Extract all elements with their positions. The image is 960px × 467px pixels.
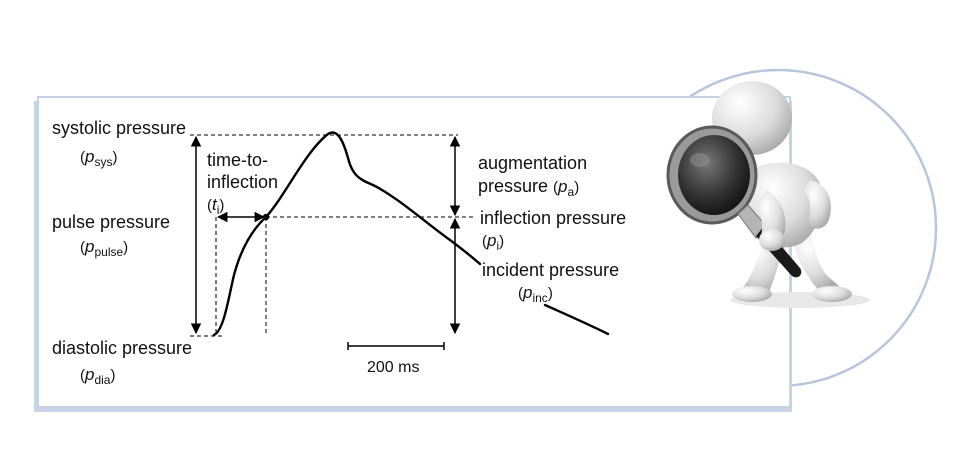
scale-bar-label: 200 ms: [367, 359, 419, 376]
systolic-pressure-symbol: (psys): [80, 147, 117, 169]
pulse-pressure-symbol: (ppulse): [80, 237, 128, 259]
person-with-magnifying-glass-icon: [666, 81, 870, 308]
inflection-point: [262, 213, 270, 221]
frame: [37, 96, 791, 408]
pressure-waveform-tail: [543, 303, 610, 336]
systolic-pressure-label: systolic pressure: [52, 118, 186, 138]
incident-pressure-label: incident pressure: [482, 260, 619, 280]
incident-pressure-symbol: (pinc): [518, 283, 553, 305]
pressure-waveform-curve: [212, 131, 482, 337]
diastolic-pressure-symbol: (pdia): [80, 365, 115, 387]
inflection-pressure-symbol: (pi): [482, 231, 504, 253]
augmentation-pressure-label-line2: pressure(pa): [478, 176, 579, 199]
pulse-pressure-label: pulse pressure: [52, 212, 170, 232]
time-to-inflection-label-line2: inflection: [207, 172, 278, 192]
time-to-inflection-symbol: (ti): [207, 195, 224, 217]
time-to-inflection-label-line1: time-to-: [207, 150, 268, 170]
diastolic-pressure-label: diastolic pressure: [52, 338, 192, 358]
inflection-pressure-label: inflection pressure: [480, 208, 626, 228]
augmentation-pressure-label-line1: augmentation: [478, 153, 587, 173]
